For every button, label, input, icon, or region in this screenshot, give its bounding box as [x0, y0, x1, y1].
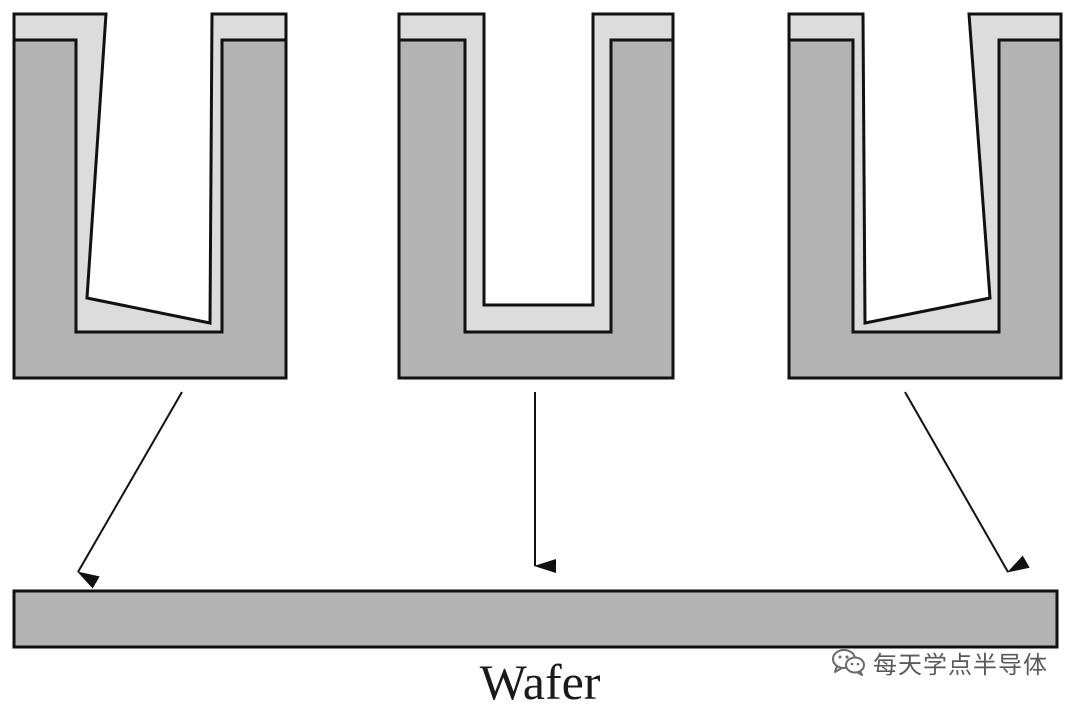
wafer-label: Wafer: [479, 654, 601, 710]
wafer-block: [12, 589, 1059, 649]
arrow-left-to-wafer: [77, 391, 183, 589]
trench-left: [12, 12, 288, 380]
liner-right: [787, 12, 1063, 334]
watermark-text: 每天学点半导体: [873, 650, 1048, 679]
wechat-icon: [831, 647, 867, 682]
liner-left: [12, 12, 288, 334]
arrow-right-to-wafer: [904, 391, 1030, 573]
trench-right: [787, 12, 1063, 380]
watermark: 每天学点半导体: [831, 647, 1048, 682]
trench-center: [397, 12, 675, 380]
liner-center: [397, 12, 675, 334]
